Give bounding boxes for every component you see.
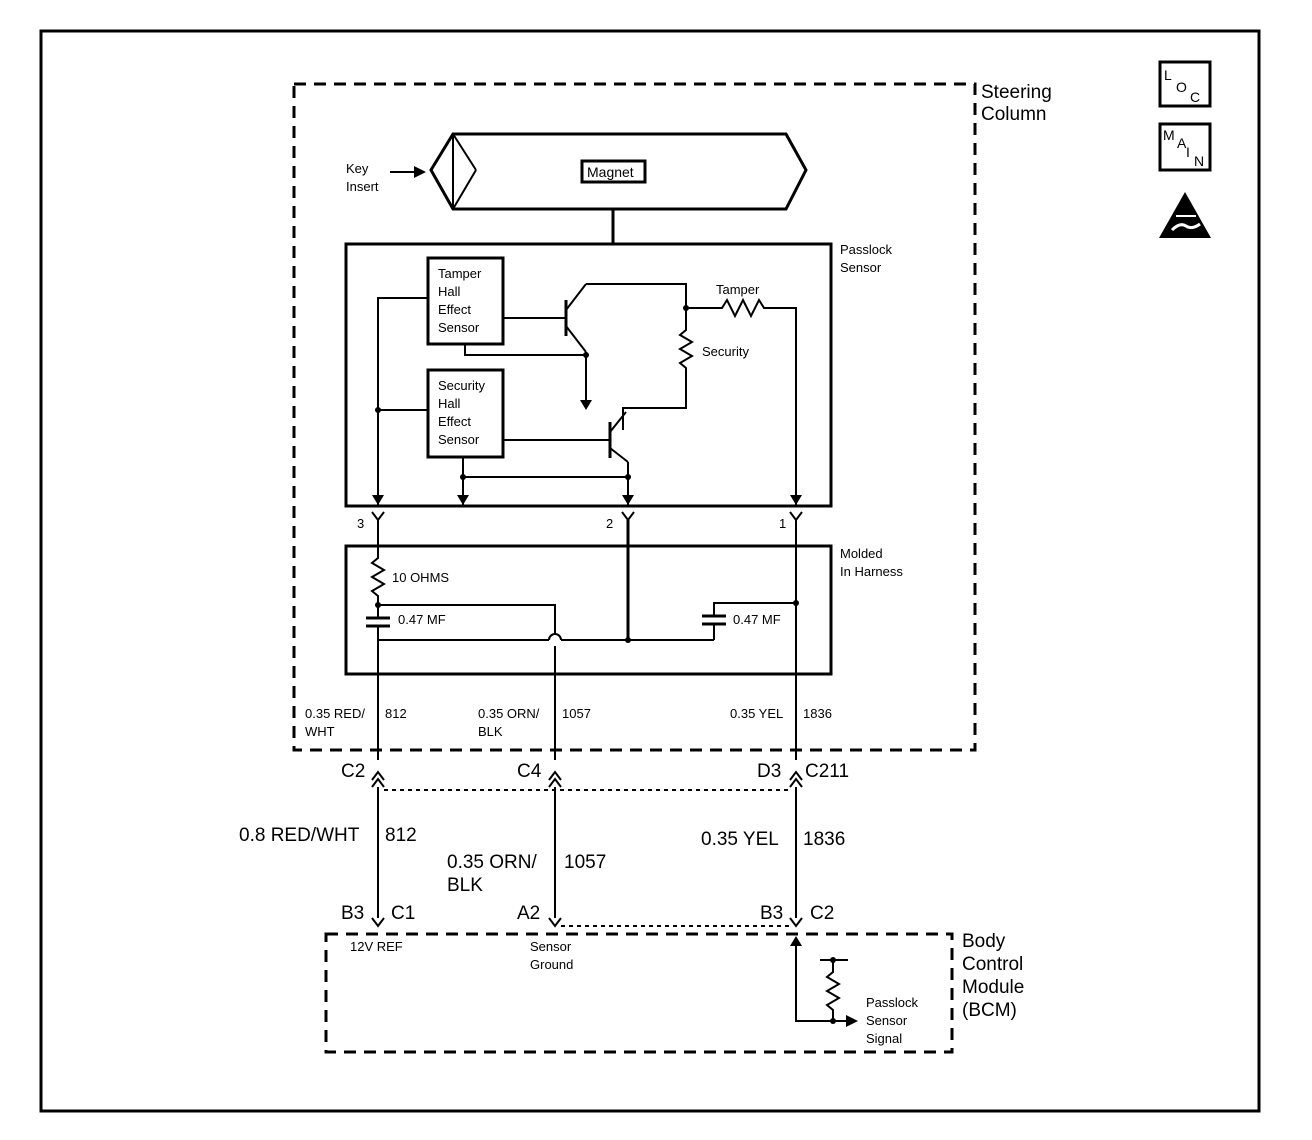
bcm-c2-label: C2: [810, 903, 834, 924]
molded-harness-box: [344, 544, 833, 676]
wire-inner-left-label-1: 0.35 RED/: [305, 706, 365, 721]
wire-mid-label-2: BLK: [447, 875, 483, 896]
wire-right-num: 1836: [803, 829, 845, 850]
bcm-label-4: (BCM): [962, 1000, 1017, 1021]
security-hall-label-2: Hall: [438, 396, 461, 411]
sensor-ground-label-1: Sensor: [530, 939, 572, 954]
ref-12v-label: 12V REF: [350, 939, 403, 954]
arrow-right-icon: [390, 166, 426, 178]
security-hall-label-4: Sensor: [438, 432, 480, 447]
outer-frame: [39, 29, 1261, 1113]
svg-text:N: N: [1194, 153, 1204, 169]
passlock-sensor-label-2: Sensor: [840, 260, 882, 275]
wire-inner-mid-num: 1057: [562, 706, 591, 721]
bcm-a2-label: A2: [517, 903, 540, 924]
pin-1-label: 1: [779, 516, 786, 531]
svg-text:L: L: [1164, 67, 1172, 83]
loc-icon[interactable]: L O C: [1158, 60, 1212, 108]
svg-text:M: M: [1163, 127, 1175, 143]
pin-2-label: 2: [606, 516, 613, 531]
bcm-b3-left-label: B3: [341, 903, 364, 924]
key-cylinder: [429, 132, 808, 211]
sensor-ground-label-2: Ground: [530, 957, 573, 972]
security-hall-sensor: [426, 368, 505, 459]
bcm-box: [324, 932, 954, 1054]
main-icon[interactable]: M A I N: [1158, 122, 1212, 172]
bcm-signal-circuit: [790, 936, 858, 1027]
conn-c211-label: C211: [805, 761, 849, 782]
wire-left-label: 0.8 RED/WHT: [239, 825, 360, 846]
bcm-label-1: Body: [962, 931, 1006, 952]
pin-3-label: 3: [357, 516, 364, 531]
svg-text:I: I: [1186, 144, 1190, 160]
pin-connectors: [371, 511, 803, 546]
harness-wiring: [366, 546, 799, 760]
svg-text:O: O: [1176, 79, 1187, 95]
main-wires: [377, 787, 797, 918]
bcm-label-2: Control: [962, 954, 1023, 975]
wire-left-num: 812: [385, 825, 417, 846]
cap-left-label: 0.47 MF: [398, 612, 446, 627]
passlock-sensor-label-1: Passlock: [840, 242, 893, 257]
bcm-b3-right-label: B3: [760, 903, 783, 924]
connector-c211: [371, 770, 803, 791]
key-insert-label-2: Insert: [346, 179, 379, 194]
wire-inner-right-label: 0.35 YEL: [730, 706, 783, 721]
tamper-hall-label-2: Hall: [438, 284, 461, 299]
wire-inner-mid-label-1: 0.35 ORN/: [478, 706, 540, 721]
signal-label-3: Signal: [866, 1031, 902, 1046]
wire-inner-mid-label-2: BLK: [478, 724, 503, 739]
bcm-c1-label: C1: [391, 903, 415, 924]
passlock-sensor-box: [344, 242, 833, 508]
conn-d3-label: D3: [757, 761, 781, 782]
steering-column-label-2: Column: [981, 104, 1046, 125]
steering-column-box: [292, 82, 977, 752]
signal-label-2: Sensor: [866, 1013, 908, 1028]
tamper-hall-label-1: Tamper: [438, 266, 482, 281]
tamper-hall-label-3: Effect: [438, 302, 471, 317]
signal-label-1: Passlock: [866, 995, 919, 1010]
magnet-box: [580, 159, 647, 184]
conn-c4-label: C4: [517, 761, 542, 782]
tamper-hall-label-4: Sensor: [438, 320, 480, 335]
wire-inner-right-num: 1836: [803, 706, 832, 721]
security-hall-label-3: Effect: [438, 414, 471, 429]
security-hall-label-1: Security: [438, 378, 485, 393]
molded-harness-label-2: In Harness: [840, 564, 903, 579]
conn-c2-label: C2: [341, 761, 365, 782]
tamper-resistor-label: Tamper: [716, 282, 760, 297]
svg-text:A: A: [1177, 135, 1187, 151]
bcm-label-3: Module: [962, 977, 1024, 998]
wire-inner-left-num: 812: [385, 706, 407, 721]
wire-inner-left-label-2: WHT: [305, 724, 335, 739]
resistor-10-ohms-label: 10 OHMS: [392, 570, 449, 585]
magnet-label: Magnet: [587, 164, 634, 180]
svg-text:C: C: [1190, 89, 1200, 105]
wire-mid-num: 1057: [564, 852, 606, 873]
bcm-connectors: [371, 917, 803, 928]
key-insert-label-1: Key: [346, 161, 369, 176]
passlock-internal-wiring: [372, 283, 802, 505]
wire-right-label: 0.35 YEL: [701, 829, 779, 850]
security-resistor-label: Security: [702, 344, 749, 359]
steering-column-label-1: Steering: [981, 82, 1052, 103]
cap-right-label: 0.47 MF: [733, 612, 781, 627]
molded-harness-label-1: Molded: [840, 546, 883, 561]
wire-mid-label-1: 0.35 ORN/: [447, 852, 537, 873]
esd-warning-icon: [1159, 192, 1211, 238]
